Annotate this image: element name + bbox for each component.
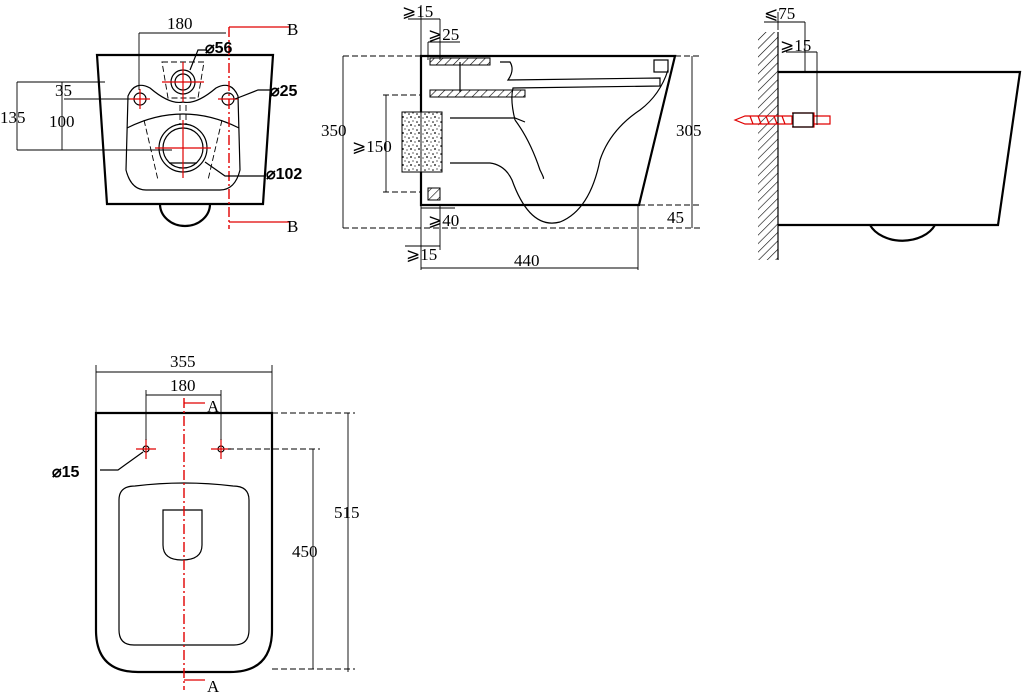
bolt-icon: [733, 112, 831, 128]
dim-bottom-gap: ⩾40: [428, 211, 459, 230]
wall-mounting-view: ⩽75 ⩾15: [733, 4, 1022, 260]
dim-length: 515: [334, 503, 360, 522]
section-label-b-bottom: B: [287, 217, 298, 236]
dim-base-offset: 45: [667, 208, 684, 227]
dim-width: 355: [170, 352, 196, 371]
dim-100: 100: [49, 112, 75, 131]
dim-height-total: 350: [321, 121, 347, 140]
front-centerlines: [130, 26, 290, 229]
dim-waste-diameter: ⌀102: [266, 166, 302, 183]
dim-inlet: ⩾25: [428, 25, 459, 44]
dim-bolt-min: ⩾15: [780, 36, 811, 55]
dim-depth: 440: [514, 251, 540, 270]
dim-waste-zone: ⩾150: [352, 137, 392, 156]
dim-35: 35: [55, 81, 72, 100]
dim-hole-diameter: ⌀15: [52, 464, 80, 481]
front-view: 180 ⌀56 ⌀25 ⌀102 35 100 135 B B: [0, 14, 302, 236]
section-label-b-top: B: [287, 20, 298, 39]
dim-wall-gap-top: ⩾15: [402, 2, 433, 21]
section-label-a-top: A: [207, 397, 220, 416]
plan-view: 355 180 ⌀15 515 450 A A: [52, 352, 360, 694]
dim-bolt-hole-diameter: ⌀25: [270, 83, 298, 100]
dim-wall-gap-bottom: ⩾15: [406, 245, 437, 264]
section-label-a-bottom: A: [207, 677, 220, 694]
dim-180: 180: [167, 14, 193, 33]
dim-height-body: 305: [676, 121, 702, 140]
side-section-view: ⩾15 ⩾25 350 305 ⩾150 ⩾40 ⩾15 45 440: [321, 2, 702, 270]
dim-135: 135: [0, 108, 26, 127]
dim-outlet-diameter: ⌀56: [205, 40, 233, 57]
dim-wall-max: ⩽75: [764, 4, 795, 23]
dim-hole-to-front: 450: [292, 542, 318, 561]
dim-holes-spacing: 180: [170, 376, 196, 395]
